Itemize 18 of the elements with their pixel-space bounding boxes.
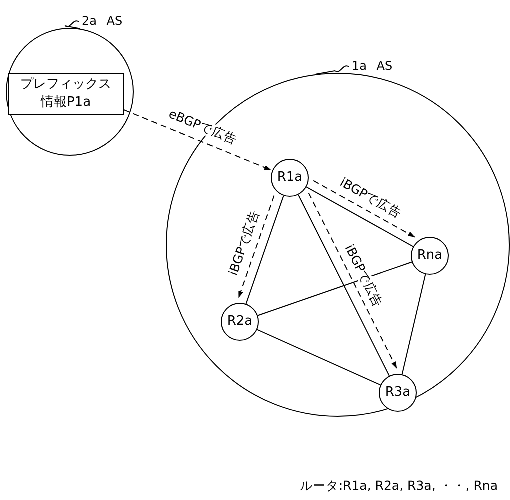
link-line (402, 274, 426, 375)
link-line (306, 186, 414, 248)
router-circle: Rna (411, 237, 449, 275)
router-circle: R2a (221, 303, 259, 341)
advertise-arrow (308, 192, 398, 370)
router-list-note: ルータ:R1a, R2a, R3a, ・・, Rna (300, 478, 498, 495)
advertise-arrow (238, 195, 275, 299)
link-line (246, 195, 284, 305)
advertise-arrow (313, 180, 416, 238)
router-circle: R1a (271, 159, 309, 197)
as-heading: 1a AS (352, 59, 393, 73)
advertise-arrow (124, 110, 272, 171)
prefix-box: プレフィックス情報P1a (8, 73, 124, 115)
as-heading: 2a AS (82, 14, 123, 28)
router-circle: R3a (379, 374, 417, 412)
link-line (256, 329, 382, 386)
link-line (257, 262, 413, 316)
link-line (298, 194, 390, 377)
